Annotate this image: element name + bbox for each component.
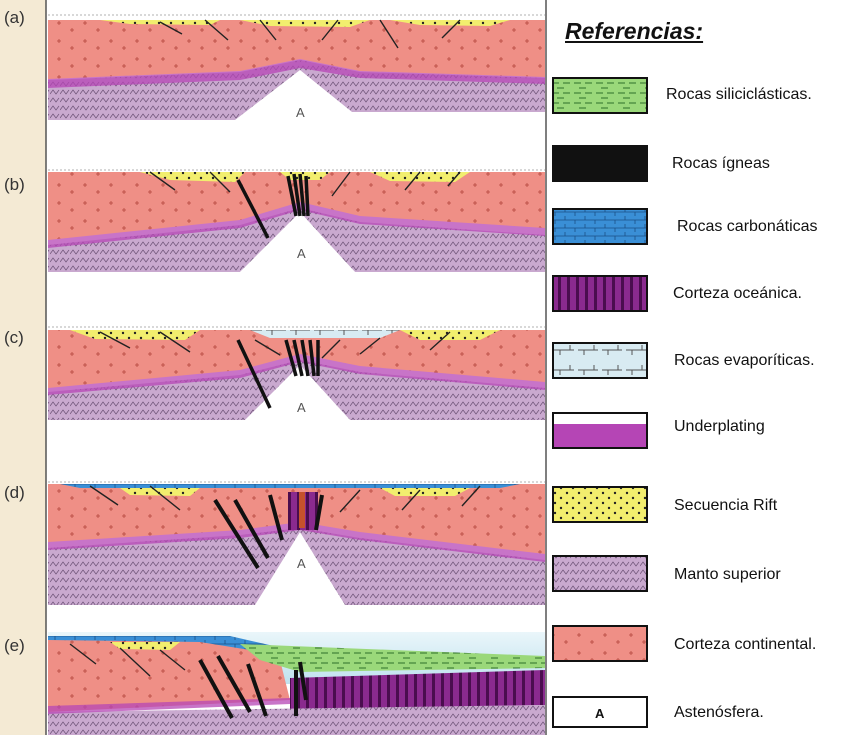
legend-label-continental-crust: Corteza continental. [674, 636, 816, 654]
left-margin-strip [0, 0, 46, 735]
panel-b-section: A [48, 170, 545, 302]
panel-d-section: A [48, 482, 545, 615]
legend-label-underplating: Underplating [674, 418, 765, 436]
panel-a-asthenosphere-label: A [296, 105, 305, 120]
panel-d-dike [299, 492, 305, 528]
panel-e-section [48, 632, 545, 735]
legend-label-igneous: Rocas ígneas [672, 155, 770, 173]
panel-c-evaporites [250, 330, 400, 338]
panel-label-d: (d) [4, 483, 25, 502]
panel-d-asthenosphere-label: A [297, 556, 306, 571]
legend-title: Referencias: [565, 18, 703, 45]
legend-label-evaporite: Rocas evaporíticas. [674, 352, 815, 370]
legend-label-oceanic-crust: Corteza oceánica. [673, 285, 802, 303]
panel-c-section: A [48, 327, 545, 455]
panel-label-e: (e) [4, 636, 25, 655]
panel-c-asthenosphere-label: A [297, 400, 306, 415]
legend-label-asthenosphere: Astenósfera. [674, 704, 764, 722]
panel-d-carbonate-cover [60, 484, 520, 488]
panel-a-section: A [48, 15, 545, 150]
panel-label-b: (b) [4, 175, 25, 194]
panel-label-a: (a) [4, 8, 25, 27]
legend-label-upper-mantle: Manto superior [674, 566, 781, 584]
legend-label-rift-sequence: Secuencia Rift [674, 497, 777, 515]
panel-b-asthenosphere-label: A [297, 246, 306, 261]
legend-label-siliciclastic: Rocas siliciclásticas. [666, 86, 812, 104]
legend-label-carbonate: Rocas carbonáticas [677, 218, 818, 236]
panel-label-c: (c) [4, 328, 24, 347]
